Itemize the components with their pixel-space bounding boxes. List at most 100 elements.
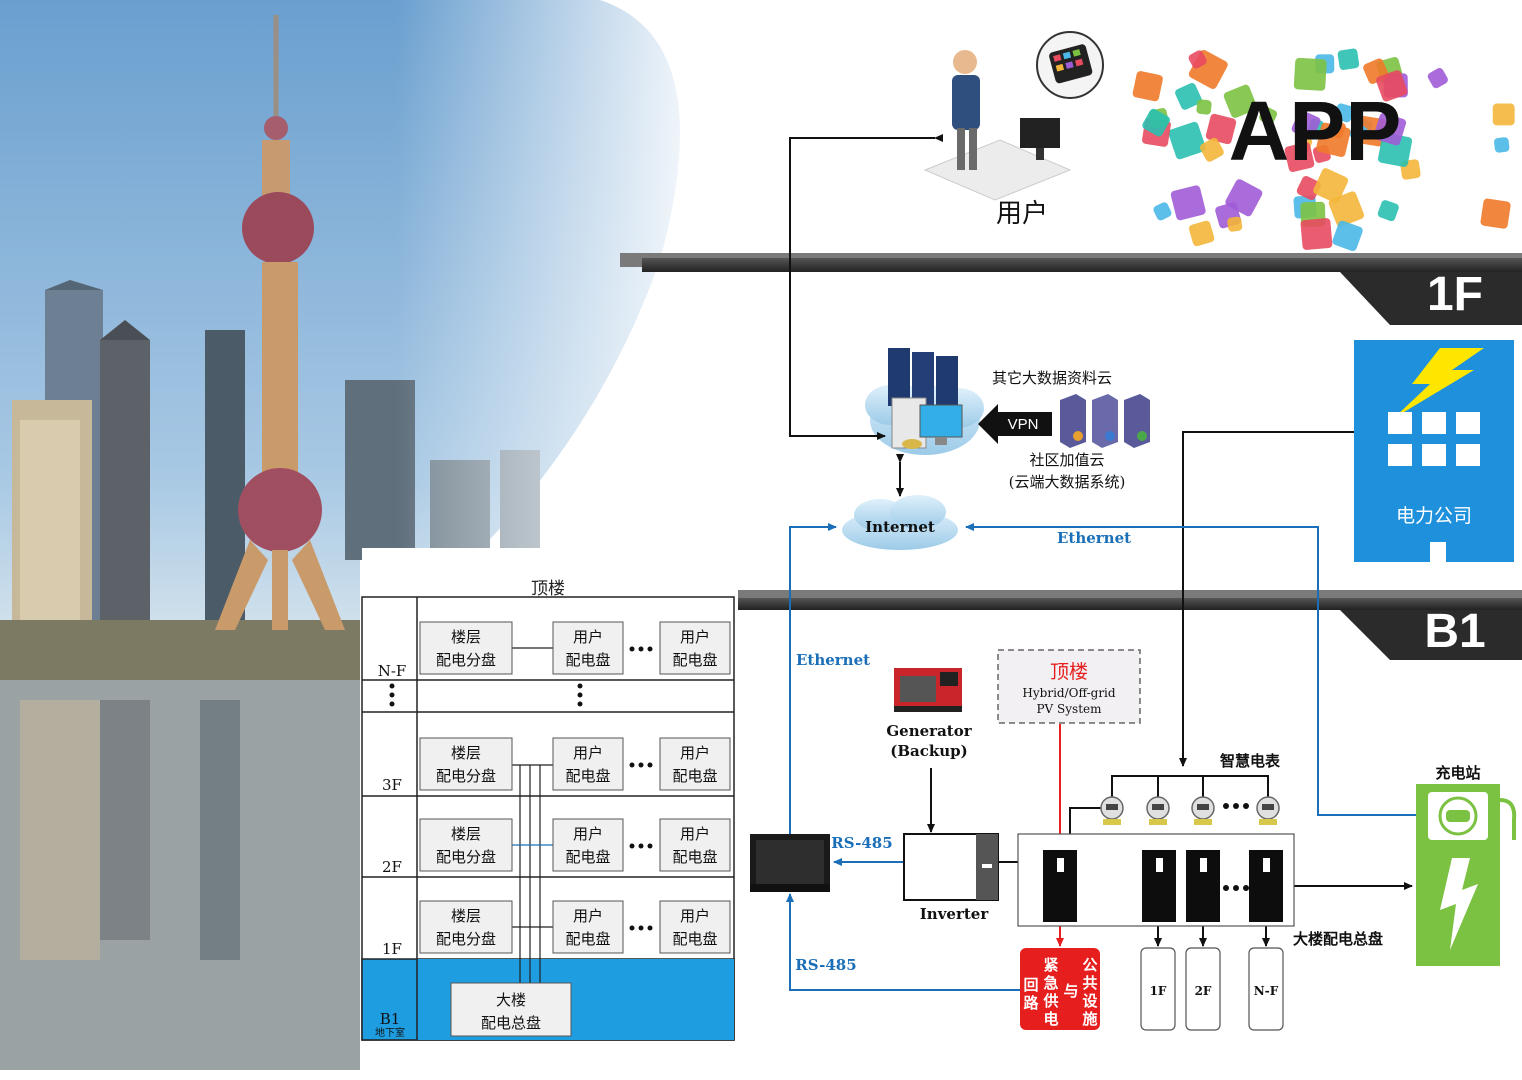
inverter-icon [903, 833, 999, 901]
meter-ellipsis [1223, 803, 1249, 809]
main-panel-line1: 大楼 [496, 991, 526, 1009]
app-tile [1168, 121, 1206, 160]
floor-output-box: 2F [1185, 947, 1221, 1031]
emergency-char: 设 [1082, 992, 1097, 1010]
floor-label-3f: 3F [382, 776, 402, 794]
app-tile [1316, 122, 1351, 158]
app-tile [1153, 202, 1172, 221]
ethernet-right-label: Ethernet [1057, 529, 1131, 547]
app-tile [1373, 113, 1407, 146]
app-tile [1205, 113, 1237, 145]
user-illustration [923, 31, 1104, 201]
floor-label-2f: 2F [382, 858, 402, 876]
app-tile [1225, 179, 1263, 217]
community-servers-icon [1060, 394, 1150, 448]
emergency-box [1020, 948, 1100, 1030]
generator-sub-label: (Backup) [890, 742, 968, 760]
city-skyline-photo [0, 0, 720, 1080]
panel-line1: 用户 [680, 907, 710, 925]
panel-line2: 配电盘 [565, 848, 610, 866]
community-cloud-sub: (云端大数据系统) [1009, 473, 1126, 491]
app-tile [1199, 137, 1224, 162]
app-tile [1291, 110, 1321, 140]
floor-output-box: 1F [1140, 947, 1176, 1031]
panel-line2: 配电盘 [672, 848, 717, 866]
app-tile [1300, 218, 1333, 250]
charging-station-icon [1416, 784, 1517, 966]
emergency-char: 路 [1023, 994, 1039, 1012]
panel-line2: 配电分盘 [436, 930, 496, 948]
emergency-char: 紧 [1043, 956, 1058, 974]
app-tile [1376, 70, 1408, 102]
panel-line2: 配电分盘 [436, 767, 496, 785]
breakers [1043, 850, 1283, 922]
floor-band-b1: B1 [738, 590, 1522, 660]
generator-label: Generator [886, 722, 972, 740]
power-company-building: 电力公司 [1354, 340, 1514, 562]
app-tile [1377, 200, 1399, 222]
app-tile [1492, 103, 1515, 126]
inverter-label: Inverter [920, 905, 990, 923]
smart-meter-icon [1100, 796, 1124, 825]
basement-label: 地下室 [375, 1026, 405, 1039]
app-tile [1296, 175, 1321, 201]
panel-line1: 用户 [680, 628, 710, 646]
community-cloud-label: 社区加值云 [1029, 451, 1104, 469]
main-panel-label: 大楼配电总盘 [1293, 930, 1383, 948]
floor-b1-label: B1 [1424, 605, 1485, 658]
rs485-bottom-label: RS-485 [795, 956, 856, 974]
charging-station-label: 充电站 [1435, 764, 1480, 782]
app-tile [1188, 220, 1215, 247]
app-tile [1196, 99, 1212, 115]
app-tile [1259, 106, 1278, 125]
app-tile [1227, 216, 1243, 232]
rs485-top-label: RS-485 [831, 834, 892, 852]
breaker-icon [1186, 850, 1220, 922]
floor-label-1f: 1F [382, 940, 402, 958]
floor-label-nf: N-F [378, 662, 407, 680]
app-tile [1142, 108, 1170, 137]
floor-output-label: 1F [1150, 984, 1167, 998]
other-cloud-label: 其它大数据资料云 [992, 369, 1112, 387]
app-tile [1332, 220, 1363, 252]
app-tile [1337, 48, 1360, 70]
pv-line1: Hybrid/Off-grid [1022, 686, 1115, 700]
app-tile [1223, 84, 1257, 118]
floor-band-1f: 1F [620, 253, 1522, 325]
emergency-char: 电 [1043, 1010, 1058, 1028]
panel-ellipsis [629, 762, 653, 768]
panel-line2: 配电盘 [565, 651, 610, 669]
panel-ellipsis [629, 646, 653, 652]
smart-meter-icon [1256, 796, 1280, 825]
building-schematic: 顶楼 N-F 3F 2F 1F B1 地下室 楼层 [361, 548, 738, 1054]
app-tile [1175, 83, 1202, 110]
internet-cloud [842, 495, 958, 550]
smart-meters [1100, 796, 1280, 825]
pv-system-box: 顶楼 Hybrid/Off-grid PV System [997, 649, 1141, 724]
panel-line1: 楼层 [451, 825, 481, 843]
panel-line1: 用户 [680, 825, 710, 843]
cloud-server-icon [865, 348, 984, 455]
breaker-icon [1043, 850, 1077, 922]
power-company-label: 电力公司 [1396, 505, 1472, 527]
monitor-icon [750, 834, 830, 892]
floor-output-label: 2F [1195, 984, 1212, 998]
generator-icon [894, 668, 962, 712]
panel-line2: 配电盘 [672, 930, 717, 948]
floor-1f-label: 1F [1427, 268, 1483, 321]
panel-line2: 配电盘 [565, 767, 610, 785]
breaker-icon [1142, 850, 1176, 922]
emergency-char: 施 [1082, 1010, 1097, 1028]
vpn-label: VPN [1008, 416, 1039, 433]
floor-output-label: N-F [1254, 984, 1279, 998]
app-tile [1293, 57, 1327, 91]
